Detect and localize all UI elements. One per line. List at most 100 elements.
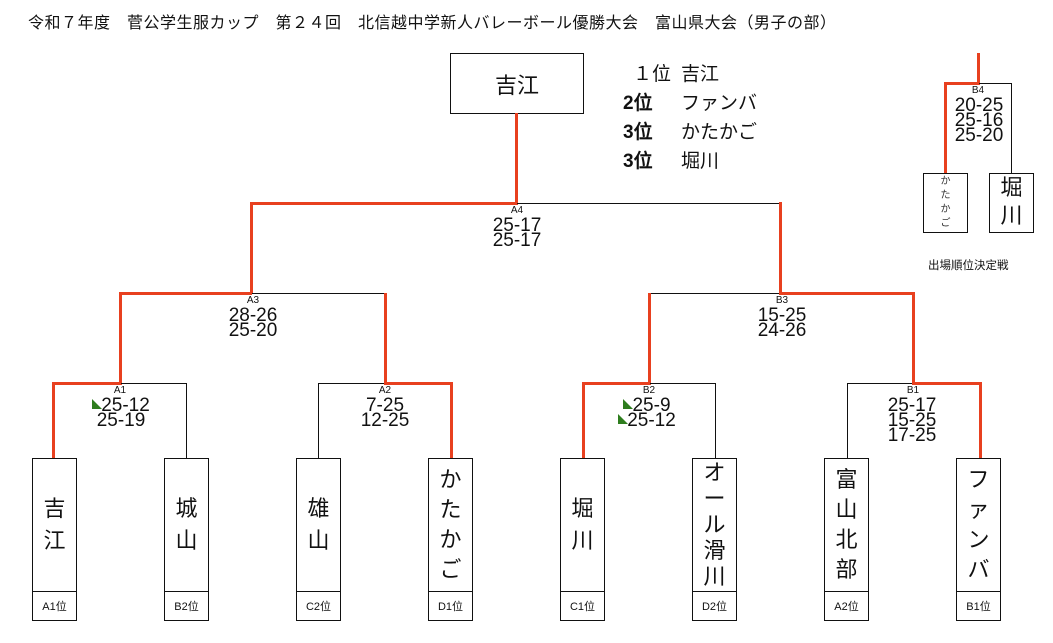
- bracket-line-a3-left-down: [119, 292, 122, 384]
- standing-rank: 3位: [623, 122, 653, 143]
- match-score-a4: 25-17 25-17: [472, 215, 562, 251]
- team-name: 吉江: [43, 497, 66, 554]
- set-score: 12-25: [360, 410, 410, 431]
- match-label-a3: A3: [246, 295, 260, 306]
- team-name: オール滑川: [703, 461, 726, 590]
- team-seed: B1位: [957, 591, 1000, 620]
- placement-team-box: かたかご: [923, 173, 968, 233]
- team-seed: D2位: [693, 591, 736, 620]
- bracket-line-b4-top: [977, 53, 980, 85]
- placement-team-box: 堀川: [989, 173, 1034, 233]
- team-seed: B2位: [165, 591, 208, 620]
- bracket-line-b2-right-down: [715, 383, 716, 458]
- team-box: 城山 B2位: [164, 458, 209, 621]
- bracket-line-b4-left-down: [944, 82, 947, 174]
- bracket-line-b1-right-down: [979, 382, 982, 459]
- set-score: 25-20: [228, 320, 278, 341]
- standing-team: 吉江: [681, 63, 720, 85]
- bracket-line-b3-left: [649, 293, 780, 294]
- bracket-line-b4-right-down: [1011, 83, 1012, 173]
- placement-caption: 出場順位決定戦: [928, 258, 1009, 272]
- standing-team: 堀川: [681, 150, 720, 172]
- bracket-line-b2-left-down: [582, 382, 585, 459]
- set-score: 7-25: [365, 395, 405, 416]
- bracket-line-a1-left-down: [52, 382, 55, 459]
- bracket-line-b1-right: [912, 382, 982, 385]
- team-box: 富山北部 A2位: [824, 458, 869, 621]
- set-score: 25-20: [954, 125, 1004, 146]
- team-seed: C1位: [561, 591, 604, 620]
- team-box: 吉江 A1位: [32, 458, 77, 621]
- match-score-b4: 20-25 25-16 25-20: [934, 95, 1024, 146]
- standing-row: 2位 ファンバ: [623, 89, 757, 118]
- final-standings: １位吉江 2位ファンバ 3位かたかご 3位堀川: [623, 60, 757, 176]
- set-score: 25-17: [887, 395, 937, 416]
- set-score: 25-19: [96, 410, 146, 431]
- set-score: 17-25: [887, 425, 937, 446]
- bracket-line-a4-right-down: [779, 202, 782, 294]
- set-score: 25-17: [492, 230, 542, 251]
- set-score: 25-12: [76, 396, 166, 415]
- match-label-a1: A1: [113, 385, 127, 396]
- standing-rank: 2位: [623, 93, 653, 114]
- set-score: 25-17: [492, 215, 542, 236]
- set-score: 25-16: [954, 110, 1004, 131]
- set-score: 25-12: [602, 411, 692, 430]
- bracket-line-a1-right-down: [186, 383, 187, 458]
- green-flag-icon: [623, 399, 634, 409]
- set-score: 20-25: [954, 95, 1004, 116]
- team-box: 雄山 C2位: [296, 458, 341, 621]
- standing-row: １位吉江: [623, 60, 757, 89]
- team-name: 城山: [175, 497, 198, 554]
- match-label-b4: B4: [971, 85, 985, 96]
- set-score: 24-26: [757, 320, 807, 341]
- team-box: かたかご D1位: [428, 458, 473, 621]
- bracket-line-a4-left: [250, 202, 518, 205]
- team-box: 堀川 C1位: [560, 458, 605, 621]
- set-score: 28-26: [228, 305, 278, 326]
- bracket-line-a2-right: [384, 382, 453, 385]
- bracket-line-b4-left: [944, 82, 980, 85]
- standing-rank: 3位: [623, 151, 653, 172]
- match-score-a1: 25-12 25-19: [76, 396, 166, 431]
- team-seed: C2位: [297, 591, 340, 620]
- bracket-line-b2-right: [650, 383, 716, 384]
- bracket-line-b3-right-down: [912, 292, 915, 384]
- match-score-b1: 25-17 15-25 17-25: [867, 395, 957, 446]
- bracket-line-a2-right-down: [450, 382, 453, 459]
- match-score-b3: 15-25 24-26: [737, 305, 827, 341]
- standing-team: かたかご: [681, 121, 758, 143]
- team-name: 富山北部: [835, 468, 858, 583]
- bracket-line-b3-right: [779, 292, 914, 295]
- standing-row: 3位 堀川: [623, 147, 757, 176]
- bracket-line-b4-right: [979, 83, 1012, 84]
- team-box: ファンバ B1位: [956, 458, 1001, 621]
- match-label-a4: A4: [510, 205, 524, 216]
- set-score: 25-9: [602, 396, 692, 415]
- team-box: オール滑川 D2位: [692, 458, 737, 621]
- standing-rank: １位: [633, 63, 672, 85]
- set-score: 15-25: [757, 305, 807, 326]
- match-score-a2: 7-25 12-25: [340, 395, 430, 431]
- bracket-line-b1-left-down: [847, 383, 848, 458]
- green-flag-icon: [618, 414, 629, 424]
- team-seed: A1位: [33, 591, 76, 620]
- standing-team: ファンバ: [681, 92, 758, 114]
- match-score-b2: 25-9 25-12: [602, 396, 692, 430]
- standing-row: 3位 かたかご: [623, 118, 757, 147]
- bracket-line-a2-left-down: [318, 383, 319, 458]
- champion-box: 吉江: [450, 53, 584, 114]
- green-flag-icon: [92, 399, 103, 409]
- bracket-line-a3-left: [119, 292, 252, 295]
- bracket-line-a1-left: [52, 382, 122, 385]
- match-score-a3: 28-26 25-20: [208, 305, 298, 341]
- match-label-b2: B2: [642, 385, 656, 396]
- bracket-line-a3-right: [252, 293, 385, 294]
- team-name: かたかご: [439, 468, 462, 583]
- match-label-b3: B3: [775, 295, 789, 306]
- bracket-line-a1-right: [121, 383, 187, 384]
- match-label-b1: B1: [906, 385, 920, 396]
- bracket-line-final: [515, 113, 518, 205]
- team-seed: D1位: [429, 591, 472, 620]
- team-name: 雄山: [307, 497, 330, 554]
